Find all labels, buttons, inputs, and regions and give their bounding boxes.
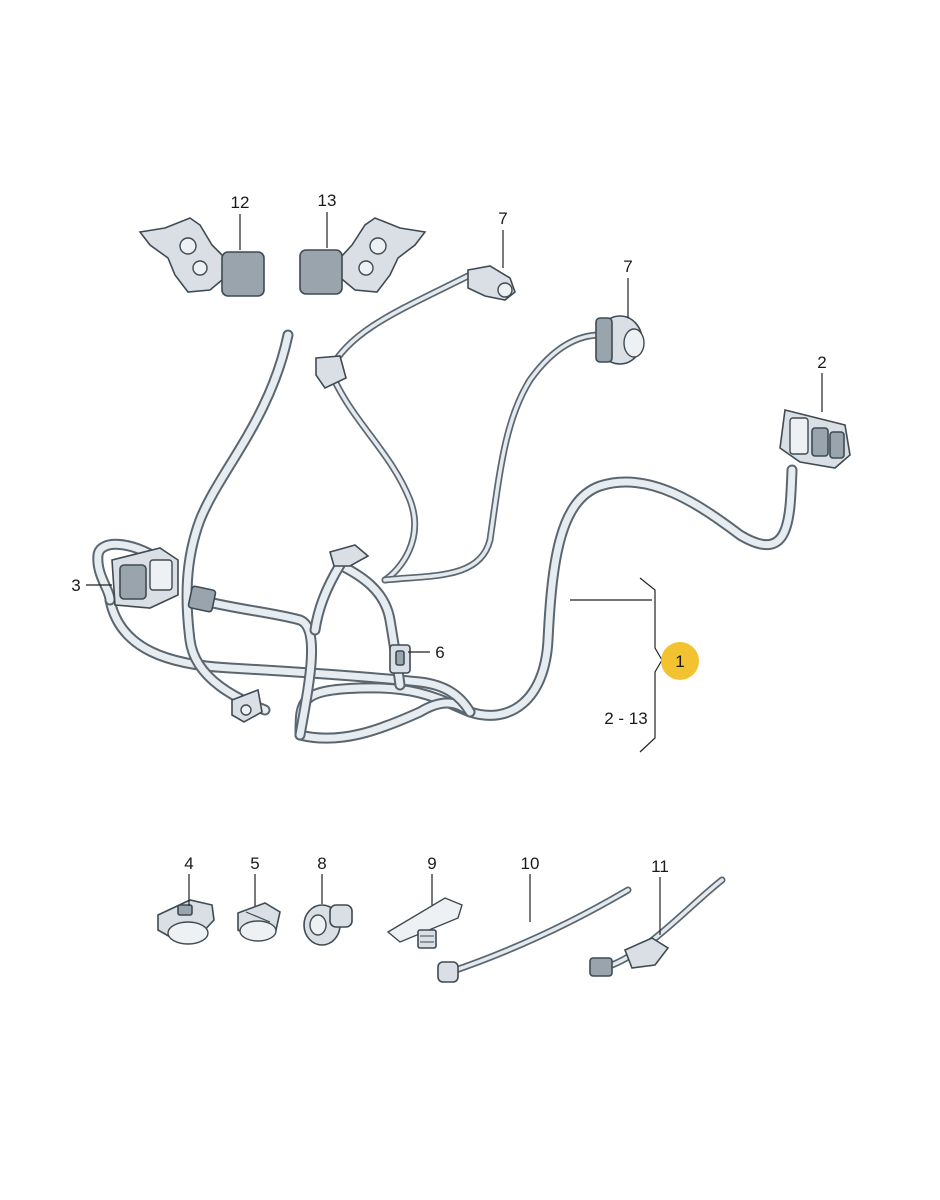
part-3-connector-housing xyxy=(111,547,179,609)
callout-1: 1 xyxy=(675,652,684,671)
part-5-clip xyxy=(237,902,281,942)
part-2-connector-block xyxy=(779,409,851,469)
part-6-clip xyxy=(389,644,411,674)
callout-3: 3 xyxy=(71,576,80,595)
part-12-sensor xyxy=(138,217,265,297)
part-10-cable-tie xyxy=(437,886,632,983)
part-4-clip xyxy=(157,899,215,945)
callout-6: 6 xyxy=(435,643,444,662)
harness-clip-a xyxy=(187,585,217,613)
part-9-bracket xyxy=(386,897,463,949)
leader-lines xyxy=(86,212,823,935)
callout-12: 12 xyxy=(231,193,250,212)
callout-8: 8 xyxy=(317,854,326,873)
part-1-highlight-badge xyxy=(661,642,699,680)
callout-10: 10 xyxy=(521,854,540,873)
callout-11: 11 xyxy=(651,857,669,876)
callout-4: 4 xyxy=(184,854,193,873)
callout-9: 9 xyxy=(427,854,436,873)
part-8-grommet xyxy=(303,904,353,946)
harness-clip-d xyxy=(231,688,263,723)
callout-labels: 12 13 7 7 2 3 6 1 2 - 13 4 5 8 9 10 11 xyxy=(71,191,826,876)
callout-5: 5 xyxy=(250,854,259,873)
callout-7-upper: 7 xyxy=(498,209,507,228)
callout-7-right: 7 xyxy=(623,257,632,276)
callout-2: 2 xyxy=(817,353,826,372)
callout-13: 13 xyxy=(318,191,337,210)
part-7-grommet-right xyxy=(595,315,645,365)
callout-2-13: 2 - 13 xyxy=(604,709,647,728)
harness-clip-b xyxy=(329,544,370,567)
part-11-cable-tie-clip xyxy=(589,876,726,977)
part-13-sensor xyxy=(299,217,427,295)
part-7-connector-upper xyxy=(467,265,516,301)
harness-clip-c xyxy=(315,355,347,390)
